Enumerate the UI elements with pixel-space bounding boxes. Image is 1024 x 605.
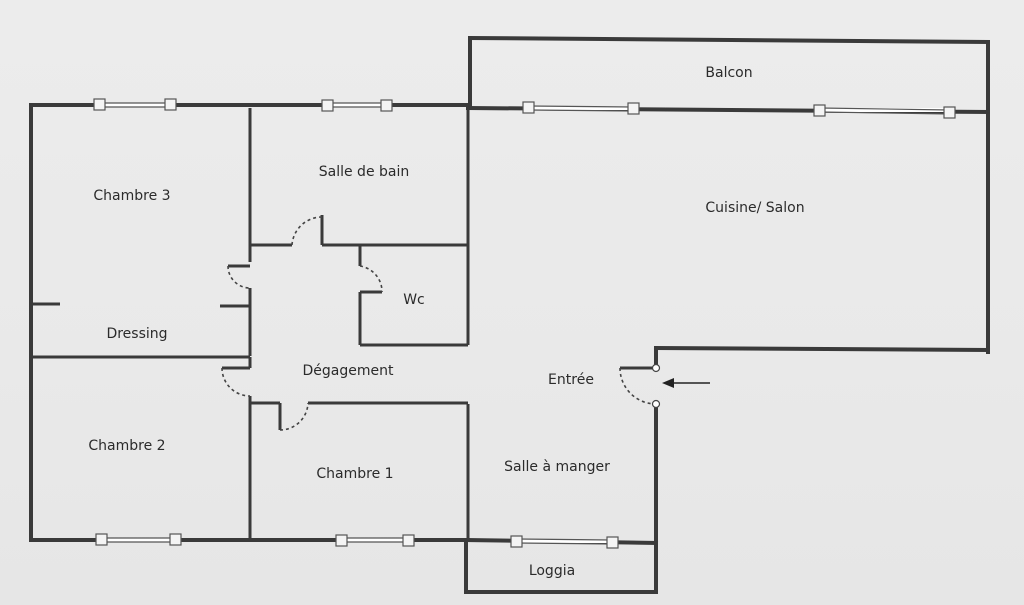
entry-door-post	[651, 363, 661, 373]
window-post	[93, 98, 106, 111]
label-chambre-2: Chambre 2	[88, 438, 165, 454]
window-post	[627, 102, 640, 115]
window-post	[402, 534, 415, 547]
window-post	[510, 535, 523, 548]
window-post	[522, 101, 535, 114]
label-wc: Wc	[403, 292, 425, 308]
label-dressing: Dressing	[106, 326, 167, 342]
label-chambre-3: Chambre 3	[93, 188, 170, 204]
label-entree: Entrée	[548, 372, 594, 388]
bathroom-door-swing	[291, 216, 323, 246]
label-chambre-1: Chambre 1	[316, 466, 393, 482]
windows	[93, 98, 956, 549]
chambre3-door-swing	[227, 265, 251, 289]
label-degagement: Dégagement	[303, 363, 394, 379]
label-loggia: Loggia	[529, 563, 575, 579]
window-post	[813, 104, 826, 117]
chambre1-door-swing	[279, 402, 309, 431]
room-labels: Balcon Salle de bain Chambre 3 Cuisine/ …	[88, 65, 804, 579]
window-post	[321, 99, 334, 112]
window-post	[164, 98, 177, 111]
label-salle-a-manger: Salle à manger	[504, 459, 610, 475]
window-post	[335, 534, 348, 547]
label-cuisine-salon: Cuisine/ Salon	[705, 200, 804, 216]
entry-door-swing	[619, 367, 657, 405]
living-south-wall	[653, 345, 991, 353]
window-post	[95, 533, 108, 546]
doors	[221, 215, 661, 431]
window-post	[943, 106, 956, 119]
entry-arrow-icon	[662, 378, 710, 388]
wc-door-swing	[359, 265, 383, 293]
balcony-north-wall	[467, 35, 991, 45]
window-post	[606, 536, 619, 549]
walls	[29, 35, 991, 594]
window-post	[169, 533, 182, 546]
label-salle-de-bain: Salle de bain	[319, 164, 410, 180]
window-post	[380, 99, 393, 112]
label-balcon: Balcon	[705, 65, 752, 81]
entry-door-post	[651, 399, 661, 409]
chambre2-door-swing	[221, 367, 251, 397]
